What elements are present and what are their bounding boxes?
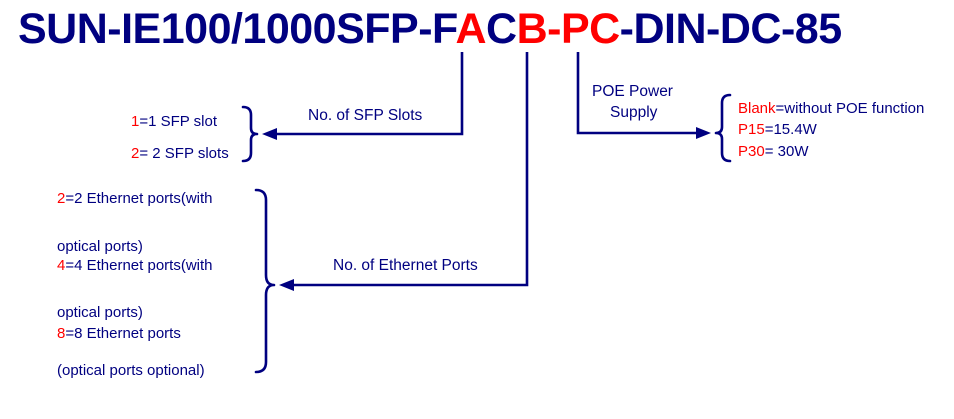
poe-option-p15: P15=15.4W bbox=[738, 120, 817, 139]
arrowhead-poe bbox=[696, 127, 711, 139]
arrowhead-sfp bbox=[262, 128, 277, 140]
sfp-option-2-code: 2 bbox=[131, 145, 140, 162]
sfp-slots-label: No. of SFP Slots bbox=[308, 107, 423, 124]
poe-option-blank-desc: =without POE function bbox=[775, 100, 925, 117]
ethernet-option-4: 4=4 Ethernet ports(with bbox=[57, 257, 213, 275]
brace-sfp-options bbox=[241, 105, 259, 163]
poe-option-p15-code: P15 bbox=[738, 121, 765, 138]
arrowhead-ethernet bbox=[279, 279, 294, 291]
title-segment-c: C bbox=[486, 5, 517, 53]
title-segment-b-dash: B- bbox=[516, 5, 562, 53]
sfp-option-2-desc: = 2 SFP slots bbox=[139, 145, 229, 162]
poe-option-p30-desc: = 30W bbox=[764, 143, 809, 160]
ethernet-option-2: 2=2 Ethernet ports(with bbox=[57, 190, 213, 208]
leader-line-ethernet bbox=[286, 52, 529, 287]
sfp-option-1: 1=1 SFP slot bbox=[131, 113, 217, 131]
ethernet-option-8-cont: (optical ports optional) bbox=[57, 362, 205, 379]
ethernet-ports-label: No. of Ethernet Ports bbox=[333, 257, 478, 274]
poe-option-blank-code: Blank bbox=[738, 100, 776, 117]
ethernet-option-8-desc: =8 Ethernet ports bbox=[65, 325, 181, 342]
sfp-option-1-code: 1 bbox=[131, 113, 140, 130]
poe-option-p30: P30= 30W bbox=[738, 142, 808, 161]
title-segment-suffix: -DIN-DC-85 bbox=[619, 5, 842, 53]
ethernet-option-4-desc: =4 Ethernet ports(with bbox=[65, 257, 213, 274]
page-title: SUN-IE100/1000SFP-FACB-PC-DIN-DC-85 bbox=[18, 4, 938, 54]
brace-ethernet-options bbox=[254, 188, 276, 374]
ethernet-option-8: 8=8 Ethernet ports bbox=[57, 325, 181, 343]
ethernet-option-8-code: 8 bbox=[57, 325, 66, 342]
sfp-option-2: 2= 2 SFP slots bbox=[131, 145, 229, 163]
title-segment-pc: PC bbox=[560, 5, 620, 53]
poe-option-p30-code: P30 bbox=[738, 143, 765, 160]
ethernet-option-2-desc: =2 Ethernet ports(with bbox=[65, 190, 213, 207]
poe-option-blank: Blank=without POE function bbox=[738, 99, 924, 118]
ethernet-option-2-cont: optical ports) bbox=[57, 238, 143, 255]
poe-option-p15-desc: =15.4W bbox=[764, 121, 817, 138]
ethernet-option-4-cont: optical ports) bbox=[57, 304, 143, 321]
ethernet-option-4-code: 4 bbox=[57, 257, 66, 274]
poe-label-line1: POE Power bbox=[592, 83, 673, 100]
title-segment-prefix: SUN-IE100/1000SFP-F bbox=[18, 5, 456, 53]
brace-poe-options bbox=[714, 93, 732, 163]
poe-label-line2: Supply bbox=[610, 104, 658, 121]
title-segment-a: A bbox=[455, 5, 486, 53]
sfp-option-1-desc: =1 SFP slot bbox=[139, 113, 218, 130]
ethernet-option-2-code: 2 bbox=[57, 190, 66, 207]
